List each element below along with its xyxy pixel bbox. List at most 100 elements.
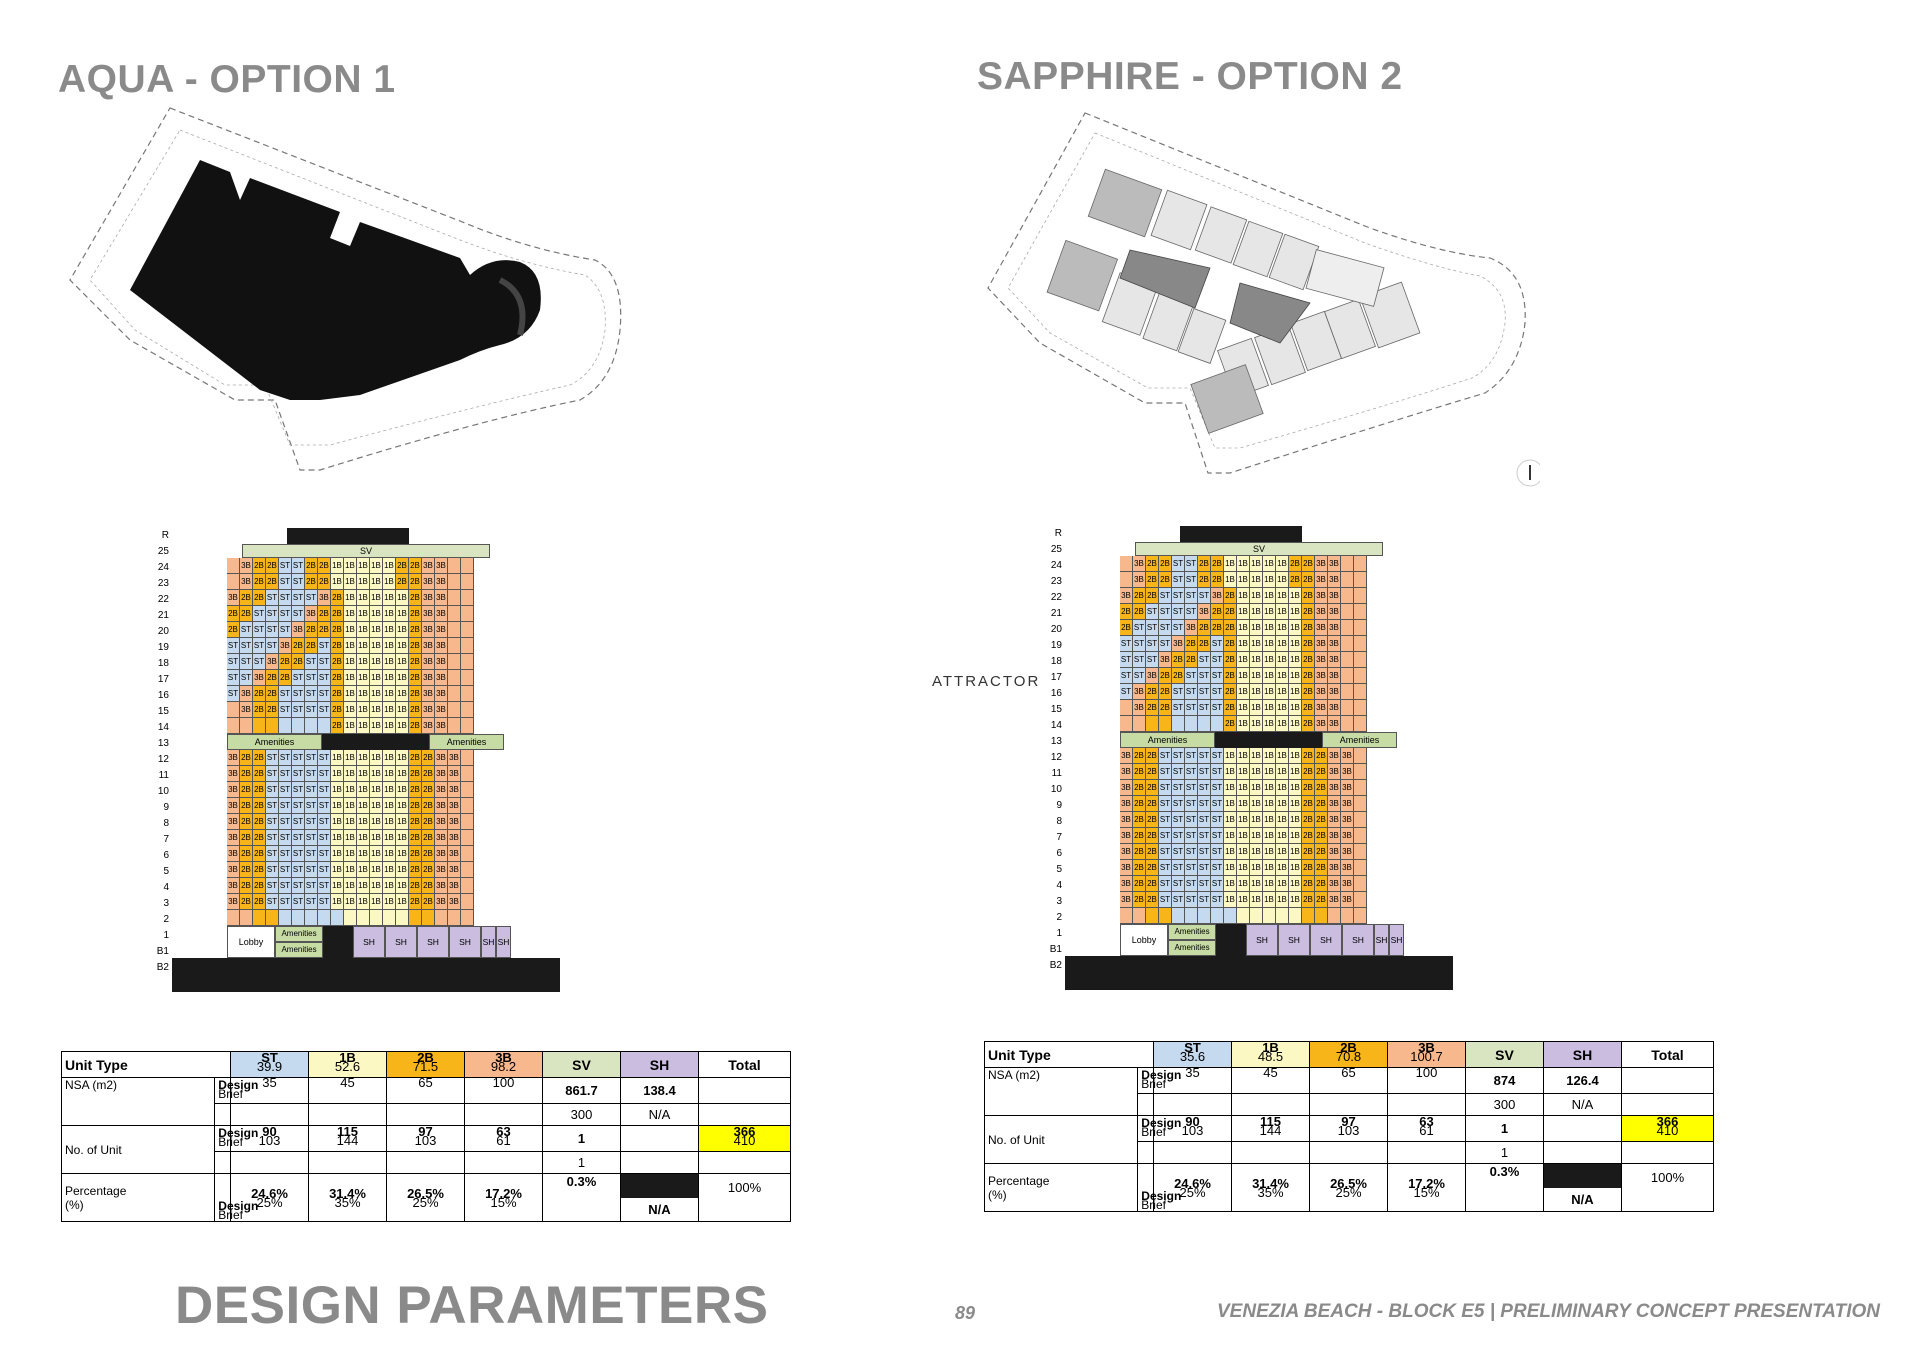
unit-cell: ST <box>279 894 292 910</box>
unit-cell: ST <box>1198 796 1211 812</box>
unit-cell <box>461 830 474 846</box>
unit-cell <box>396 910 409 926</box>
units-brief-row: 1 <box>62 1151 791 1174</box>
unit-cell: 1B <box>370 622 383 638</box>
unit-cell: 2B <box>1198 620 1211 636</box>
unit-cell: 1B <box>1237 668 1250 684</box>
sh-nsa-design: 138.4 <box>620 1077 699 1104</box>
unit-cell: ST <box>292 606 305 622</box>
unit-cell: 2B <box>409 590 422 606</box>
unit-cell: ST <box>1146 620 1159 636</box>
unit-cell: 2B <box>1302 588 1315 604</box>
spacer <box>1387 1093 1466 1116</box>
unit-cell: 1B <box>1224 748 1237 764</box>
unit-cell: 2B <box>1289 556 1302 572</box>
unit-cell: 1B <box>383 702 396 718</box>
unit-cell <box>1198 908 1211 924</box>
unit-cell: ST <box>279 686 292 702</box>
unit-cell: 1B <box>1289 620 1302 636</box>
unit-cell <box>253 910 266 926</box>
design-label: Design <box>1141 1068 1182 1082</box>
floor-label: B2 <box>1049 960 1062 971</box>
brief-nsa: 45 <box>1231 1066 1310 1094</box>
unit-cell: 3B <box>1159 652 1172 668</box>
unit-cell: ST <box>1159 620 1172 636</box>
unit-cell <box>422 910 435 926</box>
unit-cell: 3B <box>227 590 240 606</box>
unit-cell: 1B <box>1276 892 1289 908</box>
unit-cell: ST <box>1211 860 1224 876</box>
unit-cell <box>331 910 344 926</box>
unit-type-SH: SH <box>1543 1041 1622 1068</box>
unit-cell <box>266 718 279 734</box>
unit-cell: ST <box>318 654 331 670</box>
spacer <box>1231 1141 1310 1164</box>
unit-cell: 3B <box>1341 844 1354 860</box>
unit-cell <box>461 638 474 654</box>
unit-cell: 1B <box>357 894 370 910</box>
unit-cell: 3B <box>1120 892 1133 908</box>
unit-cell: ST <box>318 670 331 686</box>
percentage-value: 17.2%15% <box>464 1173 543 1222</box>
percentage-label: Percentage <box>988 1173 1050 1188</box>
unit-cell: 2B <box>1224 668 1237 684</box>
unit-cell: 1B <box>344 750 357 766</box>
unit-cell: ST <box>1185 684 1198 700</box>
unit-cell: ST <box>1198 892 1211 908</box>
unit-cell: 3B <box>240 574 253 590</box>
unit-cell: 2B <box>331 590 344 606</box>
unit-cell: 1B <box>1263 604 1276 620</box>
unit-cell <box>1120 908 1133 924</box>
unit-cell: 2B <box>1146 828 1159 844</box>
brief-value: 25% <box>256 1195 283 1210</box>
percentage-label: Percentage <box>65 1183 127 1198</box>
unit-cell <box>461 862 474 878</box>
unit-cell: 2B <box>1185 636 1198 652</box>
unit-cell: 2B <box>1120 604 1133 620</box>
brief-value: 48.5 <box>1257 1049 1284 1064</box>
unit-cell: 2B <box>253 830 266 846</box>
unit-cell: ST <box>1198 844 1211 860</box>
brief-value: 35.6 <box>1179 1049 1206 1064</box>
unit-cell: 1B <box>370 654 383 670</box>
design-value: 26.5% <box>1330 1176 1367 1191</box>
brief-value: 25% <box>412 1195 439 1210</box>
spacer <box>214 1103 231 1126</box>
brief-value: 103 <box>1181 1123 1204 1138</box>
floor-label: 7 <box>1056 832 1062 843</box>
unit-cell <box>1354 716 1367 732</box>
unit-cell: 3B <box>1120 844 1133 860</box>
unit-cell: 2B <box>409 798 422 814</box>
design-value: 3B <box>1418 1040 1435 1055</box>
unit-cell: 1B <box>1276 860 1289 876</box>
unit-cell: 3B <box>1341 860 1354 876</box>
spacer <box>308 1151 387 1174</box>
unit-cell: 1B <box>1289 700 1302 716</box>
unit-cell: 1B <box>1263 636 1276 652</box>
unit-cell: 2B <box>422 750 435 766</box>
unit-cell: 3B <box>1133 700 1146 716</box>
unit-cell <box>1354 780 1367 796</box>
unit-cell: 3B <box>227 766 240 782</box>
unit-cell: 1B <box>370 798 383 814</box>
brief-value: 39.9 <box>256 1059 283 1074</box>
lobby: Lobby <box>227 926 275 958</box>
unit-cell: 1B <box>1289 780 1302 796</box>
unit-cell: 2B <box>1133 604 1146 620</box>
unit-cell <box>1354 844 1367 860</box>
unit-cell: 1B <box>370 830 383 846</box>
design-label: Design <box>1141 1116 1182 1130</box>
unit-cell: ST <box>292 862 305 878</box>
unit-cell: 2B <box>1133 780 1146 796</box>
unit-cell: 1B <box>370 782 383 798</box>
sh-unit: SH <box>481 926 496 958</box>
unit-cell: 3B <box>1315 604 1328 620</box>
unit-cell: 3B <box>422 558 435 574</box>
unit-cell: 2B <box>253 862 266 878</box>
unit-cell: 2B <box>1172 652 1185 668</box>
unit-cell: ST <box>1172 860 1185 876</box>
